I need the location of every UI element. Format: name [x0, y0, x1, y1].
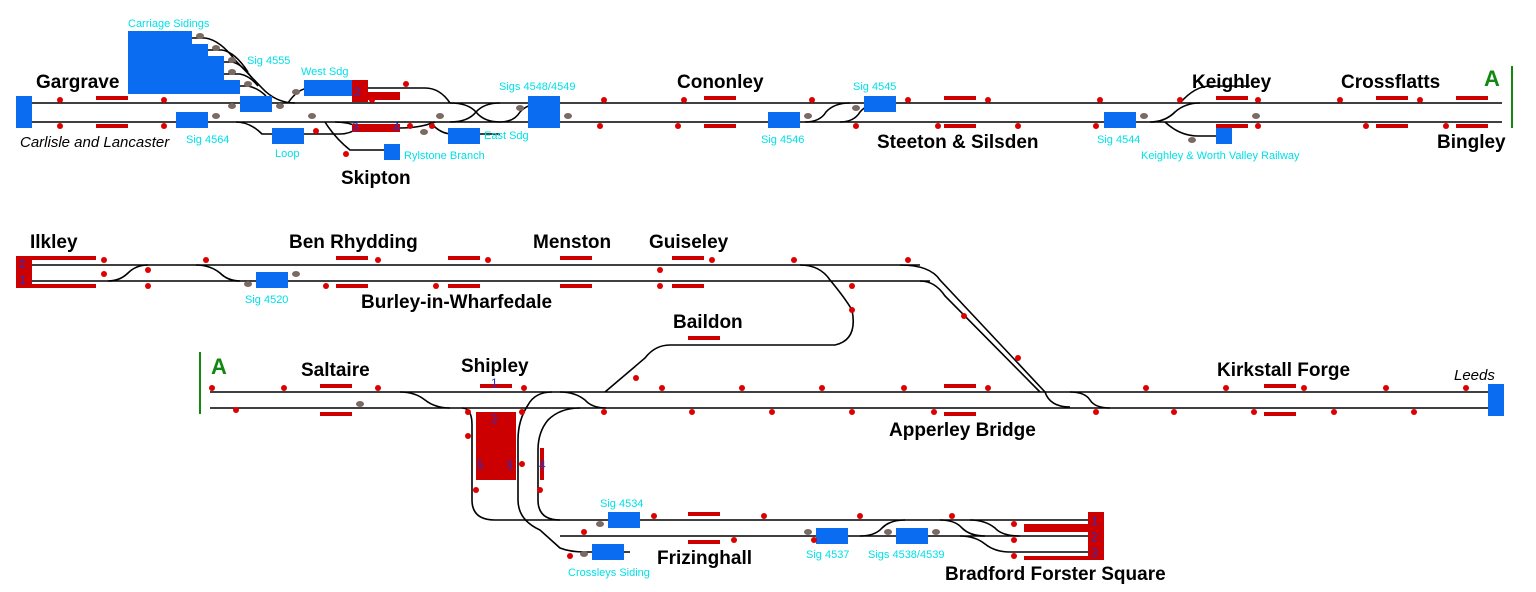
ilkley-buffer: [16, 256, 32, 288]
station-gargrave: Gargrave: [36, 72, 119, 93]
station-guiseley: Guiseley: [649, 232, 729, 253]
label-rylstone: Rylstone Branch: [404, 150, 485, 162]
label-loop: Loop: [275, 148, 299, 160]
continuation-marker-bottom: A: [211, 354, 227, 379]
label-sig-4544: Sig 4544: [1097, 134, 1140, 146]
platform-number: 3: [352, 120, 359, 134]
station-bradford: Bradford Forster Square: [945, 564, 1166, 585]
block-sig-4545: [864, 96, 896, 112]
bottom-section-platforms: [320, 384, 1296, 560]
station-bingley: Bingley: [1437, 132, 1506, 153]
block-carriage-siding-1: [128, 31, 192, 45]
middle-section-signals: [101, 257, 1021, 381]
block-carriage-siding-2: [128, 44, 208, 58]
platform-number: 4: [539, 458, 546, 472]
top-section-platforms: [96, 80, 1488, 132]
block-sig-4534: [608, 512, 640, 528]
station-keighley: Keighley: [1192, 72, 1272, 93]
block-carriage-siding-3: [128, 56, 224, 70]
label-sig-4537: Sig 4537: [806, 549, 849, 561]
platform-number: 1: [1091, 514, 1098, 528]
platform-number: 4: [393, 120, 400, 134]
shipley-platforms: [476, 412, 516, 480]
label-sig-4520: Sig 4520: [245, 294, 288, 306]
label-carriage-sidings: Carriage Sidings: [128, 18, 210, 30]
label-sigs-4538: Sigs 4538/4539: [868, 549, 944, 561]
bottom-section-blocks: [476, 384, 1504, 560]
platform-number: 3: [1091, 546, 1098, 560]
block-sig-4544: [1104, 112, 1136, 128]
top-section-signals: [57, 81, 1449, 157]
station-ilkley: Ilkley: [30, 232, 78, 253]
block-rylstone: [384, 144, 400, 160]
station-apperley-bridge: Apperley Bridge: [889, 420, 1036, 441]
station-saltaire: Saltaire: [301, 360, 370, 381]
top-section-shunt-signals: [196, 33, 1260, 143]
platform-number: 1: [19, 273, 26, 287]
label-east-sdg: East Sdg: [484, 130, 529, 142]
block-west-sdg: [304, 80, 352, 96]
station-burley: Burley-in-Wharfedale: [361, 292, 552, 313]
block-carriage-siding-4: [128, 68, 224, 82]
label-sig-4546: Sig 4546: [761, 134, 804, 146]
middle-section-blocks: [16, 256, 288, 288]
station-steeton: Steeton & Silsden: [877, 132, 1039, 153]
block-kwvr: [1216, 128, 1232, 144]
destination-leeds: Leeds: [1454, 367, 1495, 384]
label-sig-4555: Sig 4555: [247, 55, 290, 67]
block-sig-4537: [816, 528, 848, 544]
station-baildon: Baildon: [673, 312, 743, 333]
platform-number: 2: [354, 85, 361, 99]
station-shipley: Shipley: [461, 356, 529, 377]
block-sig-4520: [256, 272, 288, 288]
block-loop: [272, 128, 304, 144]
platform-number: 5: [477, 458, 484, 472]
block-sig-4555: [240, 96, 272, 112]
continuation-marker-top: A: [1484, 66, 1500, 91]
block-sigs-4538: [896, 528, 928, 544]
platform-number: 2: [19, 257, 26, 271]
top-section-blocks: [16, 31, 1232, 160]
station-frizinghall: Frizinghall: [657, 548, 752, 569]
bradford-buffer: [1088, 512, 1104, 560]
middle-section-platforms: [32, 256, 720, 340]
label-sigs-4548: Sigs 4548/4549: [499, 81, 575, 93]
bottom-section-tracks: [199, 352, 1500, 553]
block-crossleys: [592, 544, 624, 560]
station-menston: Menston: [533, 232, 611, 253]
bottom-section-shunt-signals: [356, 401, 940, 557]
block-east-sdg: [448, 128, 480, 144]
block-sig-4546: [768, 112, 800, 128]
platform-number: 3: [506, 458, 513, 472]
label-crossleys: Crossleys Siding: [568, 567, 650, 579]
platform-number: 2: [1091, 530, 1098, 544]
block-sigs-4548: [528, 96, 560, 128]
middle-section-shunt-signals: [244, 271, 300, 287]
label-sig-4545: Sig 4545: [853, 81, 896, 93]
block-carlisle-end: [16, 96, 32, 128]
block-carriage-siding-5: [128, 80, 240, 94]
station-cononley: Cononley: [677, 72, 764, 93]
platform-number: 2: [491, 412, 498, 426]
station-crossflatts: Crossflatts: [1341, 72, 1440, 93]
block-sig-4564: [176, 112, 208, 128]
middle-section-tracks: [32, 264, 1071, 408]
station-skipton: Skipton: [341, 168, 411, 189]
label-west-sdg: West Sdg: [301, 66, 349, 78]
bottom-section-signals: [209, 385, 1469, 559]
label-kwvr: Keighley & Worth Valley Railway: [1141, 150, 1300, 162]
label-sig-4534: Sig 4534: [600, 498, 643, 510]
station-kirkstall-forge: Kirkstall Forge: [1217, 360, 1350, 381]
label-sig-4564: Sig 4564: [186, 134, 229, 146]
destination-carlisle: Carlisle and Lancaster: [20, 134, 170, 151]
platform-number: 1: [491, 376, 498, 390]
station-ben-rhydding: Ben Rhydding: [289, 232, 418, 253]
block-leeds-end: [1488, 384, 1504, 416]
